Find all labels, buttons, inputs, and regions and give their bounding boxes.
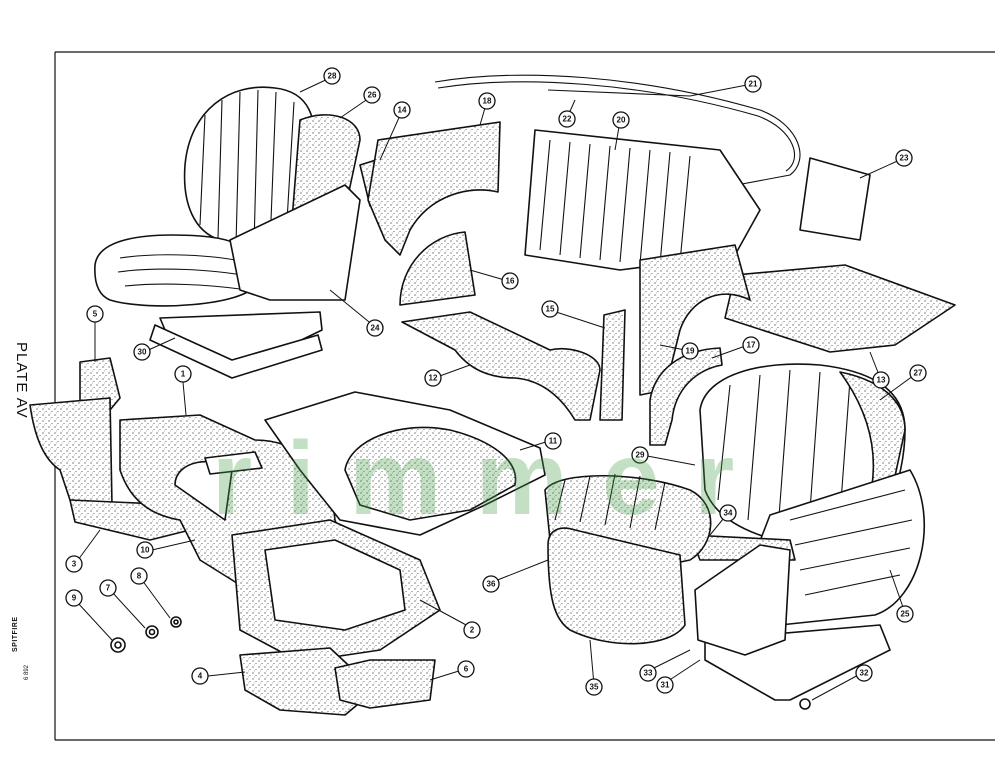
callout-23: 23 [895,149,913,167]
svg-text:6: 6 [464,665,469,674]
svg-text:20: 20 [617,116,626,125]
fasteners [110,616,811,710]
callout-15: 15 [541,300,559,318]
svg-text:15: 15 [546,305,555,314]
callout-32: 32 [855,664,873,682]
callout-36: 36 [482,575,500,593]
svg-text:3: 3 [72,560,77,569]
callout-27: 27 [909,364,927,382]
callout-7: 7 [99,579,117,597]
svg-text:2: 2 [470,626,475,635]
svg-text:9: 9 [72,594,77,603]
callout-2: 2 [463,621,481,639]
model-label: SPITFIRE [12,616,19,652]
callout-26: 26 [363,86,381,104]
callout-18: 18 [478,92,496,110]
callout-35: 35 [585,678,603,696]
wheel-arch-liner [649,347,723,446]
wheel-arch-cover [399,231,476,306]
callout-4: 4 [191,667,209,685]
svg-text:19: 19 [686,347,695,356]
callout-8: 8 [130,567,148,585]
callout-5: 5 [86,305,104,323]
quarter-panel-trim [359,121,501,256]
callout-1: 1 [174,365,192,383]
callout-25: 25 [896,605,914,623]
svg-text:12: 12 [429,374,438,383]
svg-text:18: 18 [483,97,492,106]
svg-text:17: 17 [747,341,756,350]
callout-9: 9 [65,589,83,607]
front-seat-left [94,86,361,373]
callout-28: 28 [323,67,341,85]
svg-text:32: 32 [860,669,869,678]
svg-text:35: 35 [590,683,599,692]
svg-text:25: 25 [901,610,910,619]
callout-6: 6 [457,660,475,678]
svg-text:14: 14 [398,106,407,115]
front-floor-mat [401,311,601,421]
svg-text:13: 13 [877,376,886,385]
svg-text:26: 26 [368,91,377,100]
svg-text:29: 29 [636,451,645,460]
rear-wheel-arch-trim [599,244,751,421]
svg-text:21: 21 [749,80,758,89]
callout-30: 30 [133,343,151,361]
gearbox-cover-set [231,519,441,716]
callout-24: 24 [366,319,384,337]
callout-12: 12 [424,369,442,387]
svg-text:36: 36 [487,580,496,589]
svg-text:23: 23 [900,154,909,163]
rear-bulkhead-trim [434,74,801,271]
svg-text:1: 1 [181,370,186,379]
svg-text:24: 24 [371,324,380,333]
callout-17: 17 [742,336,760,354]
svg-text:16: 16 [506,277,515,286]
svg-text:11: 11 [549,437,558,446]
plate-frame [54,51,995,741]
svg-text:10: 10 [141,546,150,555]
svg-text:27: 27 [914,369,923,378]
callout-14: 14 [393,101,411,119]
callout-33: 33 [639,664,657,682]
callout-11: 11 [544,432,562,450]
callout-21: 21 [744,75,762,93]
svg-text:34: 34 [724,509,733,518]
svg-text:5: 5 [93,310,98,319]
callout-22: 22 [558,110,576,128]
drawing-number: 6 892 [24,664,30,680]
callout-29: 29 [631,446,649,464]
rear-side-panel-carpet [724,157,956,353]
svg-text:33: 33 [644,669,653,678]
callout-20: 20 [612,111,630,129]
svg-text:28: 28 [328,72,337,81]
callout-10: 10 [136,541,154,559]
svg-text:4: 4 [198,672,203,681]
svg-text:30: 30 [138,348,147,357]
callout-16: 16 [501,272,519,290]
plate-label: PLATE AV [13,342,30,419]
callout-34: 34 [719,504,737,522]
front-seat-runners [149,324,323,379]
svg-text:31: 31 [661,681,670,690]
centre-floor-mat [264,391,546,536]
callout-3: 3 [65,555,83,573]
callout-19: 19 [681,342,699,360]
callout-13: 13 [872,371,890,389]
svg-text:22: 22 [563,115,572,124]
svg-text:8: 8 [137,572,142,581]
svg-text:7: 7 [106,584,111,593]
callout-31: 31 [656,676,674,694]
